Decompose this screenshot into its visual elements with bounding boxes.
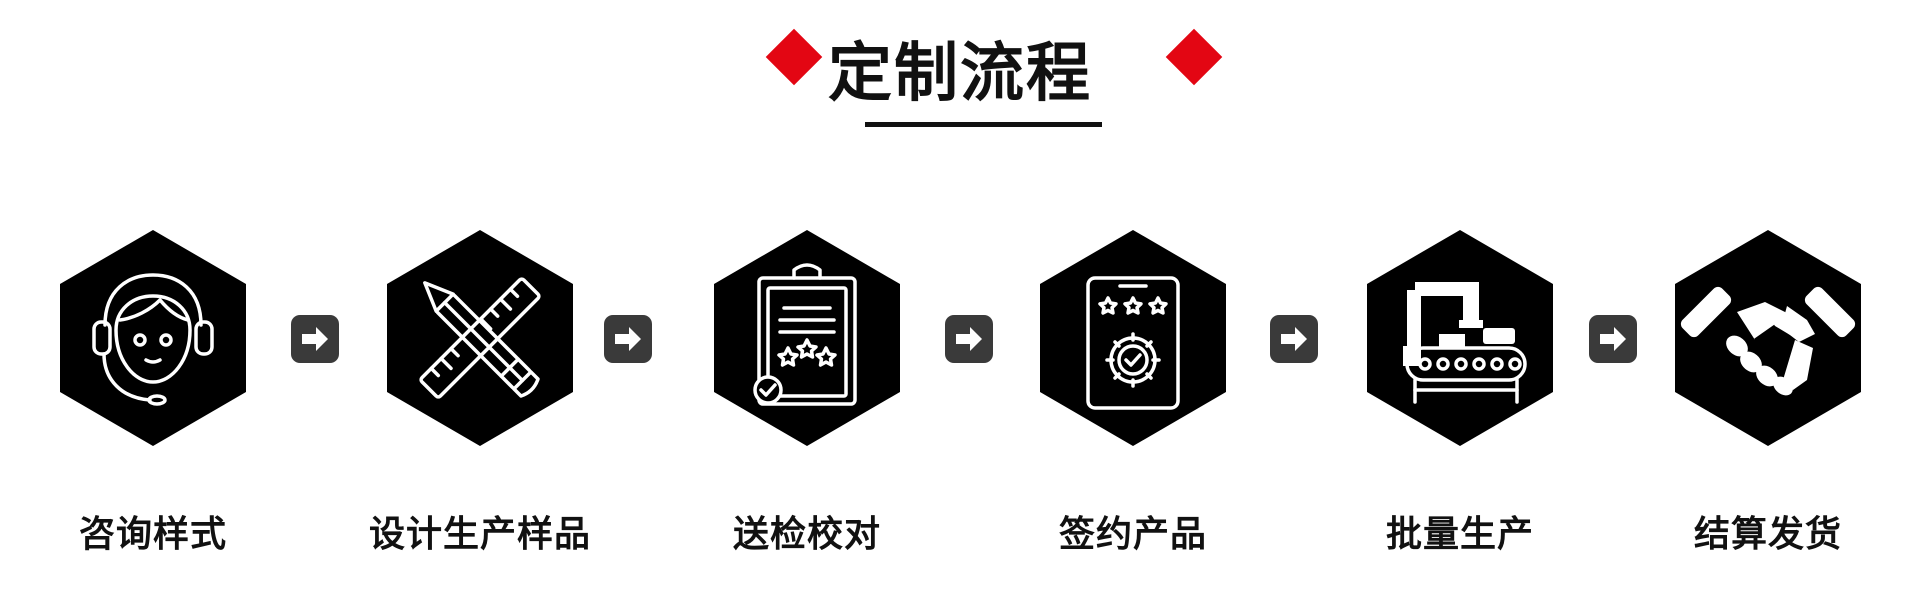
step-label: 批量生产 <box>1385 514 1534 555</box>
handshake-icon <box>1675 230 1861 446</box>
title-underline <box>865 122 1102 127</box>
step-inspection <box>714 230 900 446</box>
arrow-right-icon <box>604 315 652 363</box>
arrow-right-icon <box>945 315 993 363</box>
ruler-pencil-design-icon <box>387 230 573 446</box>
step-design-sample <box>387 230 573 446</box>
step-label: 签约产品 <box>1058 514 1207 555</box>
page-title: 定制流程 <box>828 37 1092 111</box>
step-settle-ship <box>1675 230 1861 446</box>
header: 定制流程 <box>0 0 1920 140</box>
step-label: 设计生产样品 <box>368 514 591 555</box>
arrow-right-icon <box>1589 315 1637 363</box>
step-mass-production <box>1367 230 1553 446</box>
step-consult <box>60 230 246 446</box>
clipboard-inspection-check-icon <box>714 230 900 446</box>
step-label: 送检校对 <box>732 514 881 555</box>
contract-rating-gear-icon <box>1040 230 1226 446</box>
arrow-right-icon <box>291 315 339 363</box>
factory-conveyor-machine-icon <box>1367 230 1553 446</box>
step-sign-contract <box>1040 230 1226 446</box>
arrow-right-icon <box>1270 315 1318 363</box>
customer-service-headset-icon <box>60 230 246 446</box>
step-label: 结算发货 <box>1693 514 1842 555</box>
step-label: 咨询样式 <box>78 514 227 555</box>
